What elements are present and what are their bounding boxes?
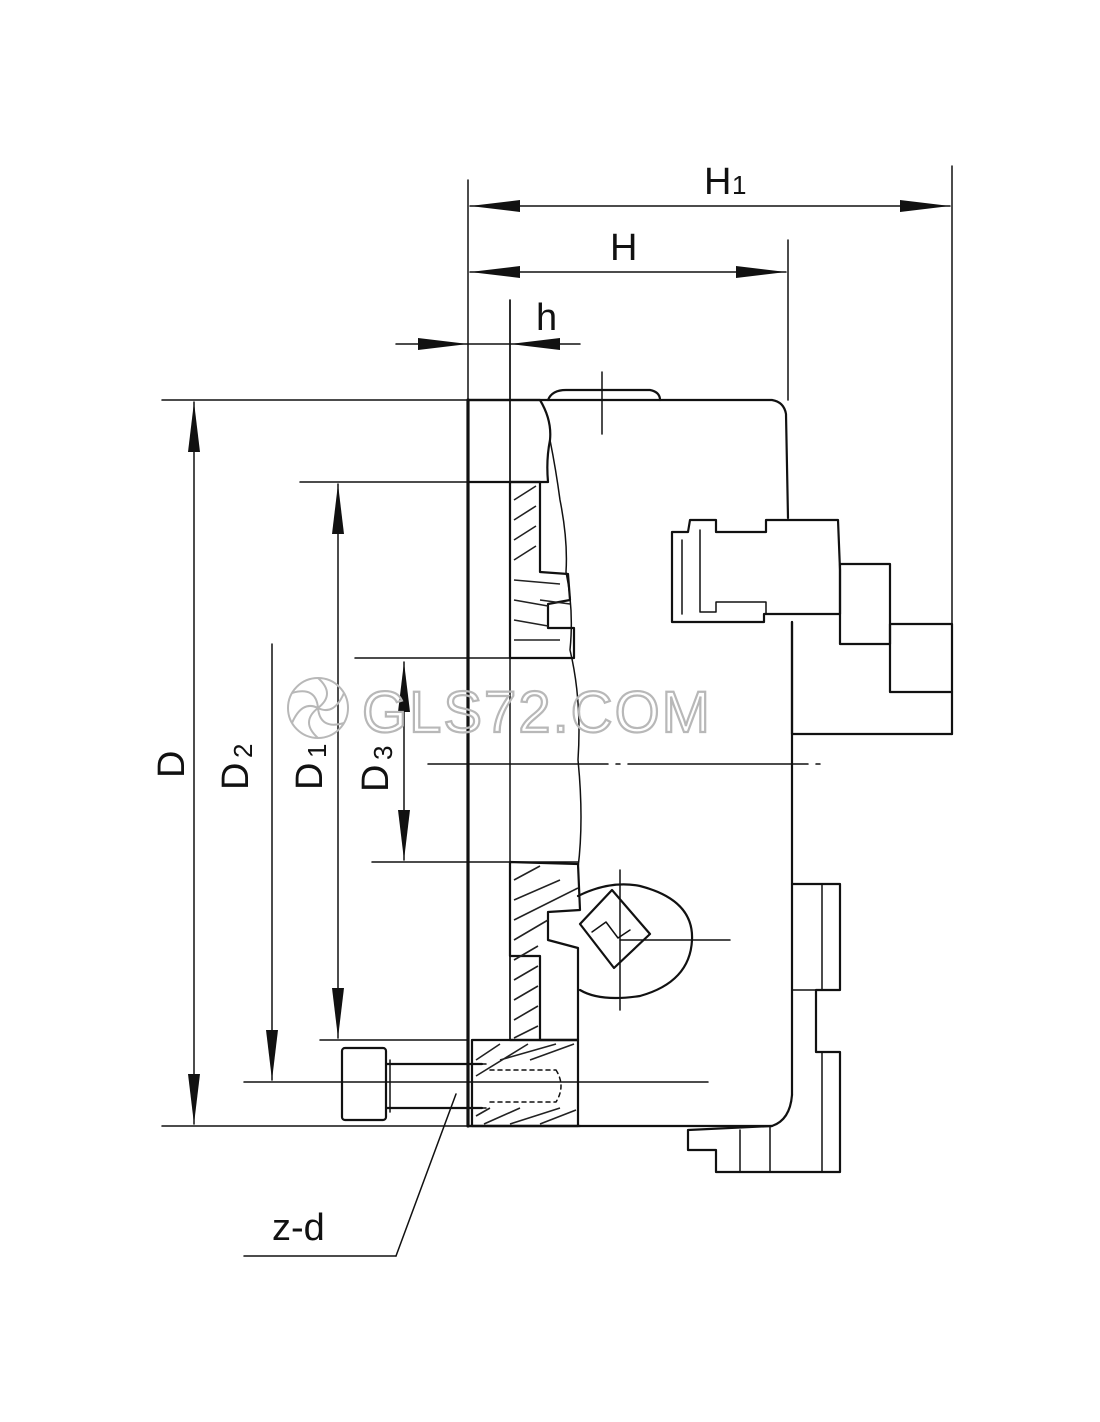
label-D1-main: D xyxy=(289,763,331,790)
dimension-lines xyxy=(188,200,951,1257)
watermark-text: GLS72.COM xyxy=(362,680,712,745)
extension-lines xyxy=(161,165,953,1127)
upper-jaw xyxy=(670,518,954,736)
top-section-hatch xyxy=(299,398,552,484)
label-H1-main: H xyxy=(704,161,731,203)
label-z-d: z-d xyxy=(272,1207,325,1249)
label-H1: H 1 xyxy=(704,161,746,203)
label-D1: D 1 xyxy=(289,744,332,790)
mounting-bolt xyxy=(243,1039,709,1122)
label-D3-sub: 3 xyxy=(368,746,398,760)
label-D2: D 2 xyxy=(215,744,258,790)
inner-structure-lower xyxy=(371,860,582,1042)
label-D3-main: D xyxy=(355,765,397,792)
label-H1-sub: 1 xyxy=(732,170,746,200)
label-D-main: D xyxy=(151,751,193,778)
bottom-flange-hatch xyxy=(470,1038,580,1128)
label-H: H xyxy=(610,227,637,269)
label-D3: D 3 xyxy=(355,746,398,792)
key-socket xyxy=(576,869,731,1011)
label-D2-sub: 2 xyxy=(228,744,258,758)
label-h: h xyxy=(536,297,557,339)
spiral-logo-icon xyxy=(287,677,349,739)
lower-jaw xyxy=(686,882,842,1174)
chuck-body xyxy=(466,371,794,1128)
label-D1-sub: 1 xyxy=(302,744,332,758)
label-D: D xyxy=(151,751,193,778)
label-D2-main: D xyxy=(215,763,257,790)
watermark: GLS72.COM xyxy=(287,677,712,746)
